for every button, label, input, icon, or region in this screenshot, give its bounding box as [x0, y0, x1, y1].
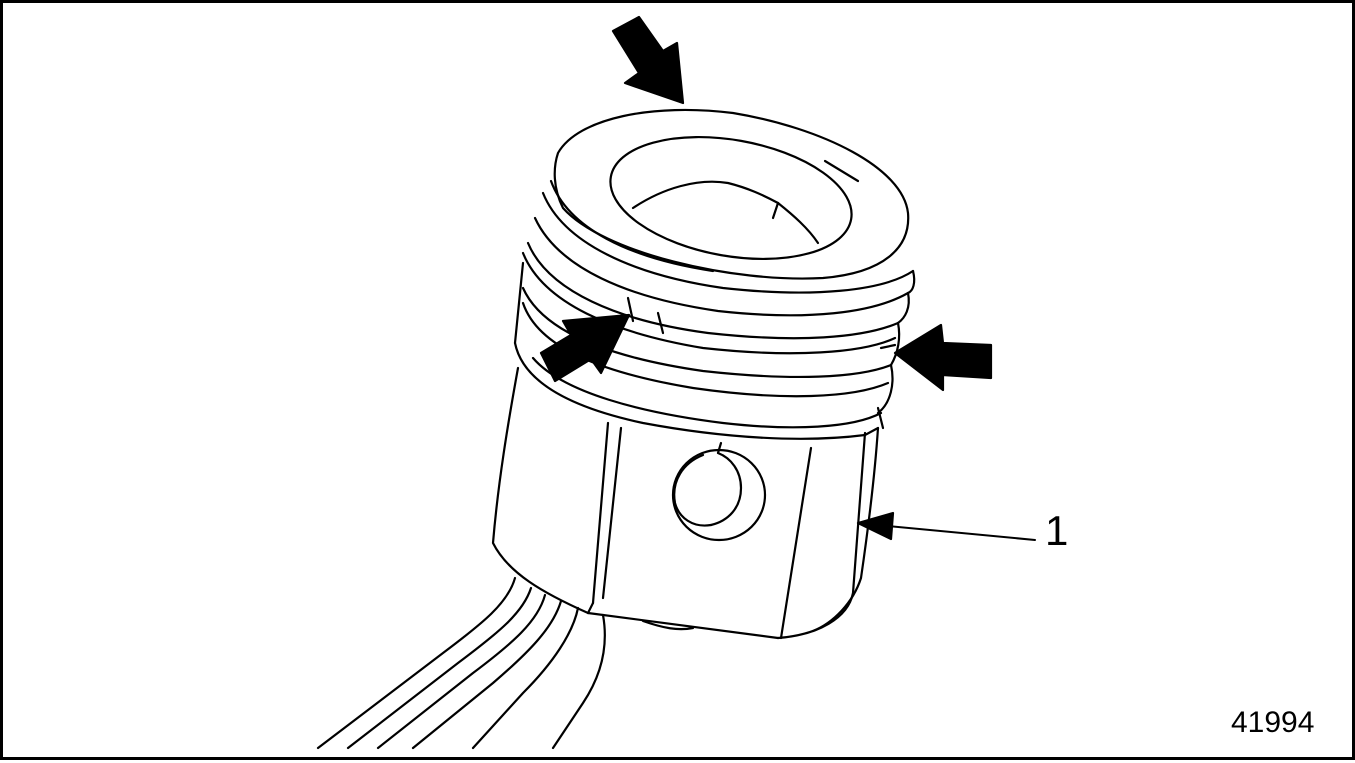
piston-rings	[513, 179, 916, 440]
figure-number: 41994	[1231, 706, 1315, 739]
arrow-icon-left-gap	[539, 313, 631, 383]
callout-label-1: 1	[1045, 507, 1069, 554]
arrow-icon-crown	[611, 15, 685, 105]
wrist-pin-boss	[671, 441, 767, 542]
connecting-rod	[316, 576, 695, 750]
piston-illustration	[316, 15, 1036, 750]
piston-skirt	[491, 366, 880, 640]
piston-crown	[553, 108, 910, 280]
arrow-icon-right-gap	[893, 323, 993, 392]
callout-leader	[856, 511, 1036, 541]
